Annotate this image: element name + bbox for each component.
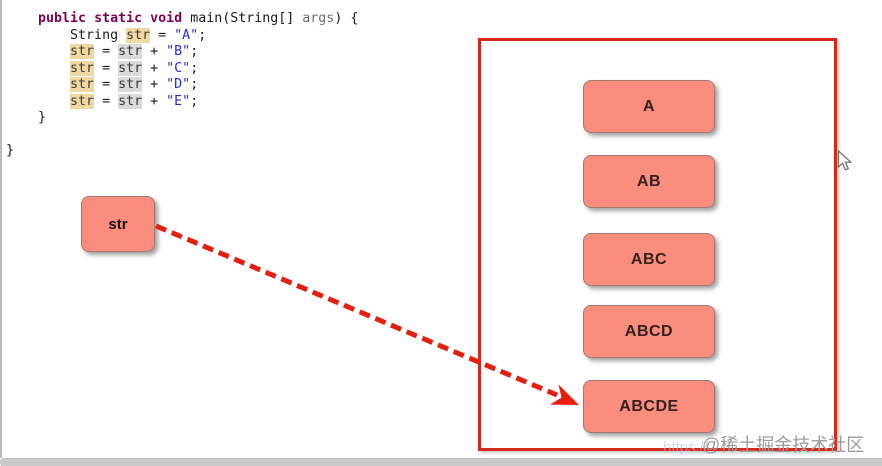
code-token-lit: "D" <box>166 77 191 92</box>
code-token-pl <box>6 94 70 109</box>
code-token-hlr: str <box>118 44 143 59</box>
code-token-pl <box>6 44 70 59</box>
code-token-pl <box>6 77 70 92</box>
horizontal-scrollbar[interactable] <box>0 458 882 466</box>
code-token-pl <box>6 11 38 26</box>
code-token-pl <box>6 61 70 76</box>
heap-box-A: A <box>583 80 715 133</box>
code-token-hlr: str <box>118 60 143 76</box>
code-token-pl: ; <box>198 27 207 43</box>
code-line: str = str + "B"; <box>6 44 358 61</box>
code-line: str = str + "D"; <box>6 77 358 94</box>
code-line: } <box>6 110 358 127</box>
code-token-pl: = <box>94 60 119 76</box>
code-token-pl: ; <box>190 44 199 59</box>
code-token-hlw: str <box>70 44 95 59</box>
site-watermark: @稀土掘金技术社区 <box>702 435 865 455</box>
code-line: String str = "A"; <box>6 27 358 45</box>
heap-box-ABC: ABC <box>583 233 715 286</box>
code-line: public static void main(String[] args) { <box>6 11 358 28</box>
code-token-hlr: str <box>118 77 143 92</box>
code-line: } <box>6 143 358 160</box>
code-token-hlr: str <box>118 93 143 109</box>
url-watermark: https:// <box>663 439 709 456</box>
code-token-lit: "C" <box>166 60 191 76</box>
code-token-pl: ) { <box>334 11 359 26</box>
code-token-pl <box>142 11 150 26</box>
code-token-kw: static <box>94 11 143 26</box>
code-token-param: args <box>302 11 335 26</box>
code-line: str = str + "C"; <box>6 60 358 78</box>
code-token-pl: ; <box>190 93 199 109</box>
code-token-lit: "E" <box>166 93 191 109</box>
code-token-hlw: str <box>70 93 95 109</box>
window-left-edge <box>0 0 2 458</box>
code-token-kw: void <box>150 11 183 26</box>
code-editor: public static void main(String[] args) {… <box>6 11 358 160</box>
code-token-pl <box>86 11 94 26</box>
code-token-pl: ; <box>190 77 199 92</box>
heap-box-ABCDE: ABCDE <box>583 380 715 433</box>
code-token-pl: main(String[] <box>182 11 303 26</box>
heap-box-ABCD: ABCD <box>583 305 715 358</box>
code-token-pl: = <box>150 27 175 43</box>
code-token-pl: String <box>6 27 127 43</box>
code-token-hlw: str <box>70 60 95 76</box>
code-token-pl: = <box>94 77 119 92</box>
code-token-hlw: str <box>126 27 151 43</box>
code-token-pl: = <box>94 44 119 59</box>
code-token-pl: + <box>142 77 167 92</box>
code-token-hlw: str <box>70 77 95 92</box>
stack-variable-box: str <box>81 196 155 252</box>
code-line: str = str + "E"; <box>6 93 358 111</box>
heap-box-AB: AB <box>583 155 715 208</box>
mouse-cursor-icon <box>837 150 853 171</box>
code-token-lit: "A" <box>174 27 199 43</box>
code-token-pl: = <box>94 93 119 109</box>
code-token-pl: } <box>6 143 15 158</box>
code-token-pl: } <box>6 110 47 125</box>
code-token-pl: + <box>142 60 167 76</box>
code-token-pl: + <box>142 93 167 109</box>
code-token-pl: + <box>142 44 167 59</box>
code-token-lit: "B" <box>166 44 191 59</box>
code-token-kw: public <box>38 11 87 26</box>
code-line <box>6 127 358 144</box>
code-token-pl: ; <box>190 60 199 76</box>
